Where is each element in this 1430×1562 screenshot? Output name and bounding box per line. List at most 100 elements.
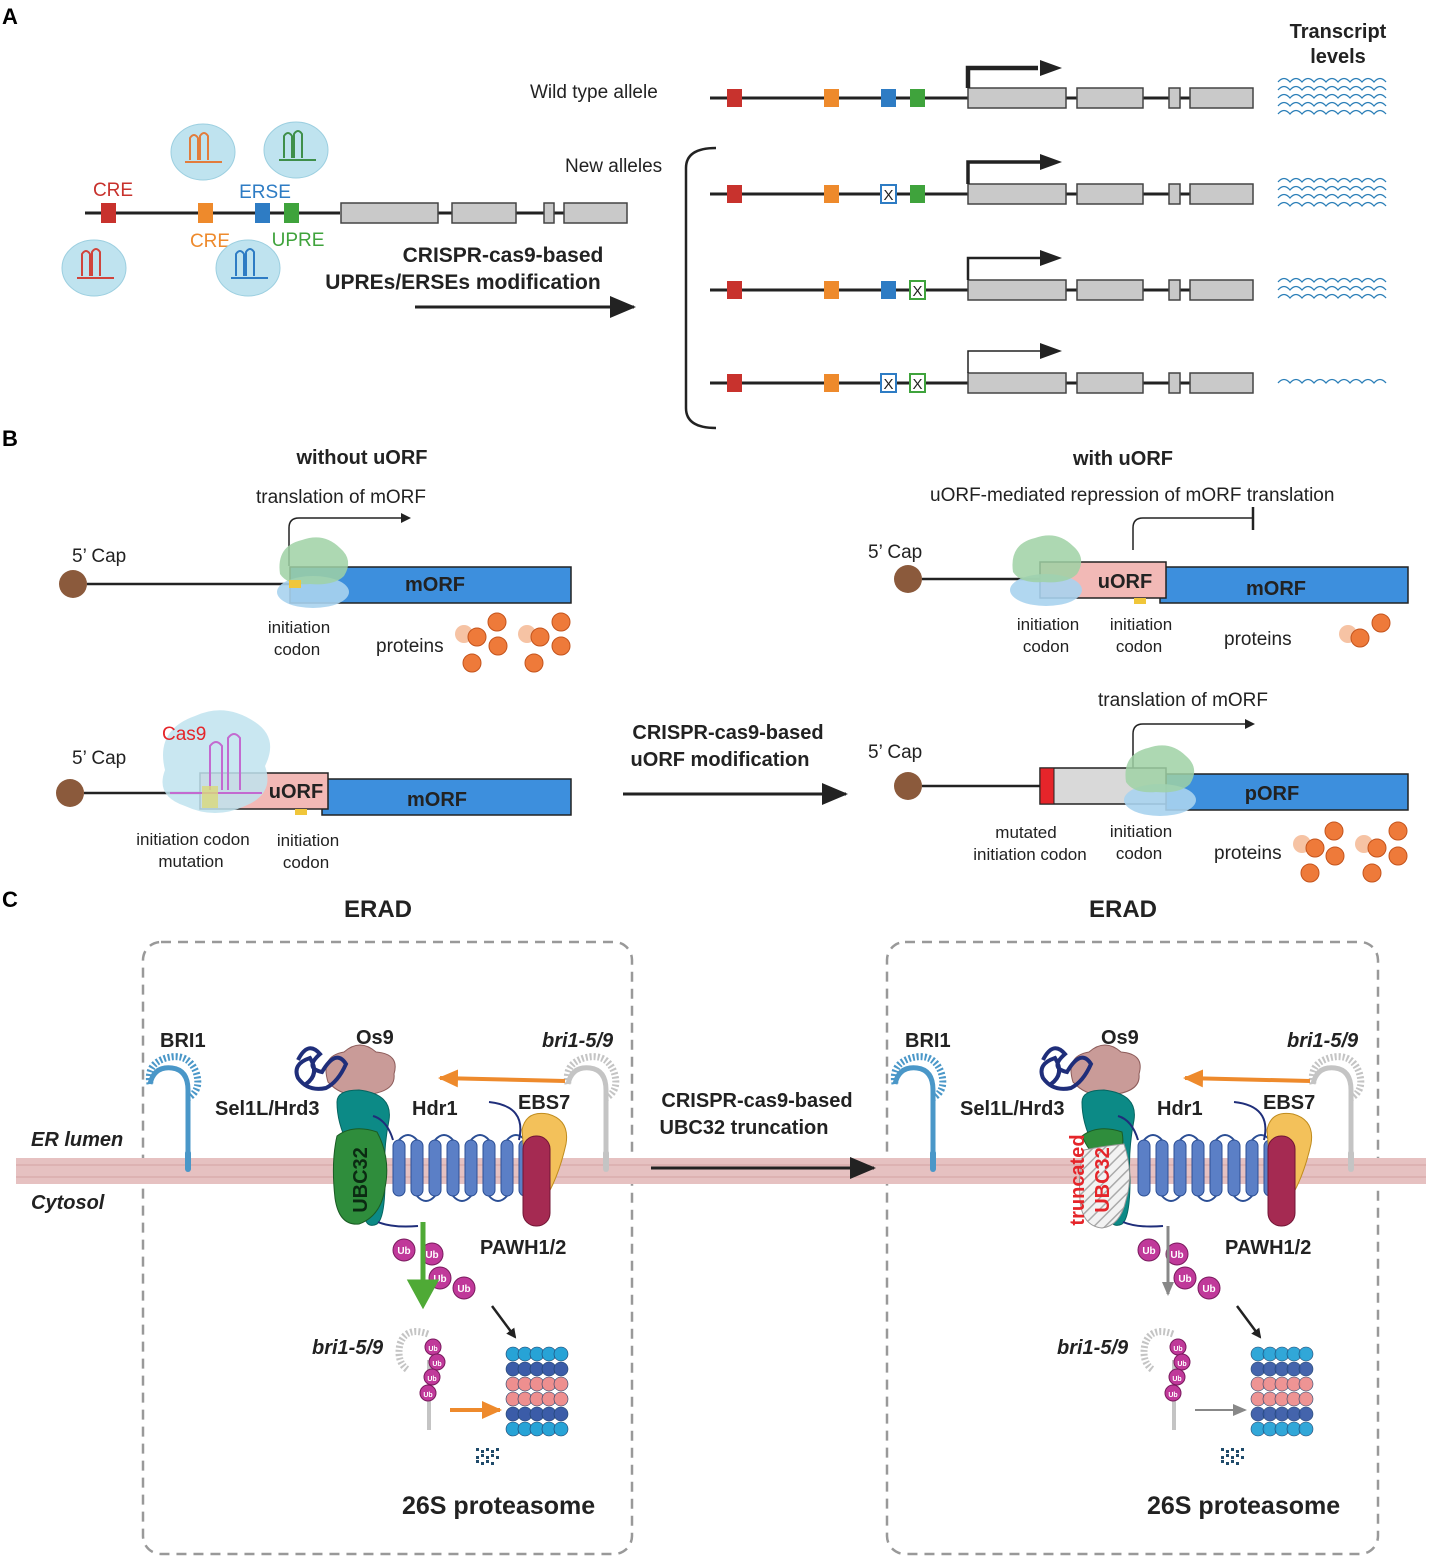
exon-3: [1168, 279, 1181, 301]
mutation-mark: X: [912, 376, 922, 393]
transcript-wave: [1277, 201, 1387, 207]
exon-4: [1189, 372, 1254, 394]
pawh-label: PAWH1/2: [1225, 1237, 1311, 1259]
hdr1-helix: [1173, 1139, 1187, 1197]
mutated-codon-mark: [1039, 767, 1055, 805]
protein: [1325, 846, 1345, 866]
bri1-mutant-receptor-tm: [1348, 1150, 1354, 1172]
bri1-mutant-receptor: [565, 1065, 609, 1162]
peptide-fragment: [486, 1456, 489, 1459]
peptide-fragment: [486, 1460, 489, 1463]
pawh-protein: [522, 1135, 551, 1227]
translation-arrow-2: [1132, 719, 1255, 770]
ubiquitin: [452, 1276, 476, 1300]
transcript-waves: [1277, 177, 1387, 207]
peptide-fragment: [1221, 1456, 1224, 1459]
porf-box: [1165, 773, 1409, 811]
bri1-mutant-receptor-ectodomain: [563, 1053, 620, 1102]
proteasome-subunit: [1298, 1361, 1314, 1377]
cas9-complex-icon: [170, 123, 236, 181]
ubiquitin-label: Ub: [1177, 1361, 1186, 1368]
exon-1: [967, 87, 1067, 109]
erad-title-2: ERAD: [1089, 896, 1157, 923]
mutation-mark: X: [883, 187, 893, 204]
hdr1-helix: [482, 1139, 496, 1197]
cre-element-orange: [824, 185, 839, 203]
transcript-wave: [1277, 109, 1387, 115]
peptide-fragment: [481, 1450, 484, 1453]
erad-title-1: ERAD: [344, 896, 412, 923]
morf-label-2: mORF: [1246, 578, 1306, 600]
peptide-fragment: [1221, 1448, 1224, 1451]
initiation-codon-label-1b: codon: [274, 640, 320, 659]
truncated-label: truncated: [1067, 1134, 1089, 1225]
ubiquitin-label: Ub: [1202, 1284, 1215, 1295]
initiation-codon-label-5b: codon: [1116, 844, 1162, 863]
bri1-mutant-label: bri1-5/9: [1287, 1030, 1359, 1052]
exon-2: [1076, 183, 1144, 205]
hdr1-helix: [500, 1139, 514, 1197]
erse-element: [881, 281, 896, 299]
exon-1: [340, 202, 439, 224]
hdr1-tail: [372, 1115, 394, 1141]
erse-element: [255, 203, 270, 223]
modification-title-b: CRISPR-cas9-based: [632, 722, 823, 744]
exon-4: [1189, 279, 1254, 301]
mutation-mark: X: [912, 283, 922, 300]
cre-element-red: [101, 203, 116, 223]
without-uorf-title: without uORF: [295, 447, 427, 469]
transcript-wave: [1277, 177, 1387, 183]
bri1-mutant-substrate: [1140, 1328, 1175, 1373]
exon-1: [967, 279, 1067, 301]
transcript-wave: [1277, 193, 1387, 199]
peptide-fragment: [481, 1454, 484, 1457]
initiation-codon-mutation-label: initiation codon: [136, 830, 249, 849]
protein: [1362, 863, 1382, 883]
ubc32-truncated-region: [1079, 1143, 1130, 1229]
ubiquitin-label: Ub: [1173, 1346, 1182, 1353]
hdr1-helix: [1155, 1139, 1169, 1197]
ubiquitin-label: Ub: [432, 1361, 441, 1368]
erse-element: [881, 89, 896, 107]
ubiquitin: [1165, 1242, 1189, 1266]
misfolded-substrate: [1039, 1046, 1094, 1091]
protein: [1371, 613, 1391, 633]
bri1-mutant-substrate: [395, 1328, 430, 1373]
transcript-wave: [1277, 293, 1387, 299]
ubiquitin-label: Ub: [1172, 1376, 1181, 1383]
ubiquitin-label: Ub: [1168, 1392, 1177, 1399]
ubiquitin-label: Ub: [457, 1284, 470, 1295]
allele-row: [710, 60, 1387, 115]
transcript-wave: [1277, 93, 1387, 99]
protein: [1305, 838, 1325, 858]
cas9-complex-icon: [263, 121, 329, 179]
exon-2: [451, 202, 517, 224]
proteins-cluster: [1293, 821, 1408, 883]
proteasome-subunit: [1298, 1376, 1314, 1392]
initiation-codon-label-4: initiation: [277, 831, 339, 850]
cap-circle: [56, 779, 84, 807]
protein: [1388, 821, 1408, 841]
uorf-label-2: uORF: [269, 781, 323, 803]
peptide-fragment: [1236, 1462, 1239, 1465]
peptide-fragment: [1236, 1454, 1239, 1457]
cre-element-red: [727, 185, 742, 203]
transcript-wave: [1277, 277, 1387, 283]
hdr1-tail: [488, 1101, 522, 1141]
to-proteasome-arrow: [490, 1305, 517, 1339]
er-lumen-label: ER lumen: [31, 1129, 123, 1151]
hdr1-helix: [1209, 1139, 1223, 1197]
transcript-wave: [1277, 185, 1387, 191]
hdr1-tail: [1117, 1115, 1139, 1141]
morf-label-1: mORF: [405, 574, 465, 596]
ribosome-icon: [1124, 745, 1196, 816]
transcript-wave: [1277, 85, 1387, 91]
proteasome-subunit: [1298, 1406, 1314, 1422]
hdr1-loop: [452, 1195, 472, 1202]
er-membrane: [16, 1158, 1426, 1184]
ubiquitin-label: Ub: [423, 1392, 432, 1399]
exon-3: [543, 202, 555, 224]
repression-label: uORF-mediated repression of mORF transla…: [930, 485, 1334, 506]
bri1-label: BRI1: [905, 1030, 951, 1052]
hdr1-tail: [1233, 1101, 1267, 1141]
